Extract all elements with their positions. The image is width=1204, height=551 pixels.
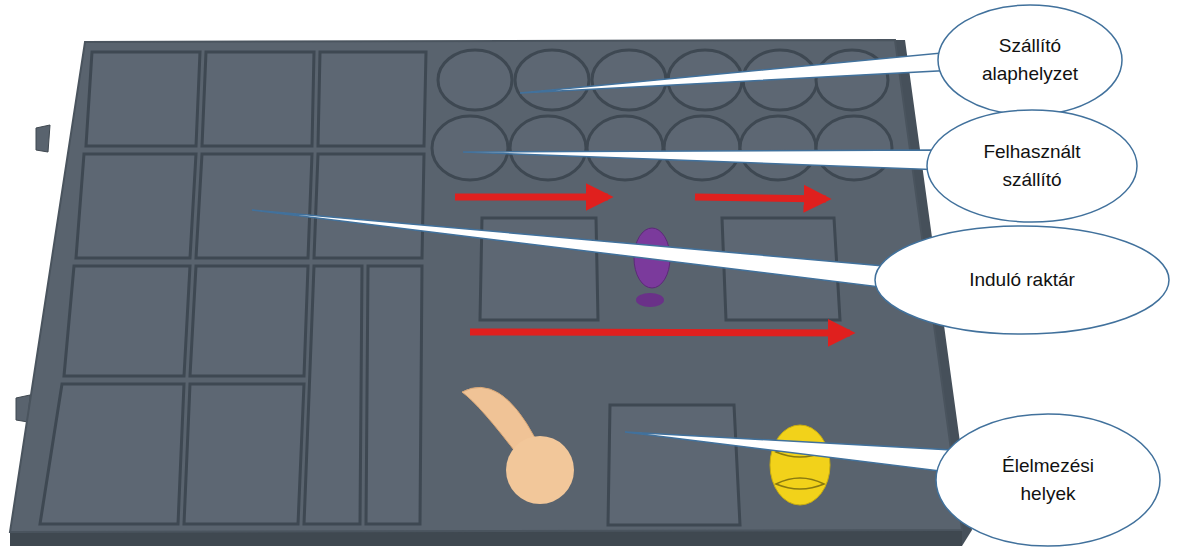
callout-ellipse: Szállító alaphelyzet [937,4,1123,116]
ellipse-outline [937,4,1123,116]
callout-text: Szállító alaphelyzet [975,32,1085,87]
ellipse-outline [926,109,1138,223]
callout-text: Felhasznált szállító [977,138,1087,193]
callout-ellipse: Felhasznált szállító [926,109,1138,223]
callout-ellipse: Élelmezési helyek [935,413,1161,547]
callout-text: Induló raktár [969,266,1075,294]
ellipse-outline [935,413,1161,547]
callout-ellipse: Induló raktár [874,225,1170,335]
callout-text: Élelmezési helyek [973,452,1123,507]
